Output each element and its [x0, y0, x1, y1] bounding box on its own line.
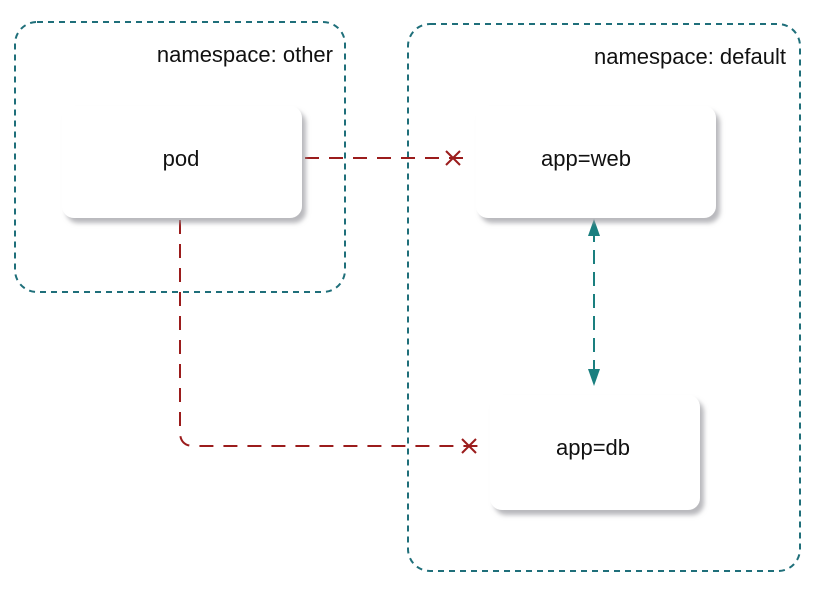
- node-pod[interactable]: pod: [62, 106, 302, 218]
- denied-edge-pod-to-db: [179, 220, 486, 454]
- namespace-default-label: namespace: default: [594, 44, 786, 69]
- node-app-web-box[interactable]: [476, 106, 716, 218]
- allowed-edge-web-db: [588, 219, 600, 386]
- namespace-default-boundary: [407, 23, 801, 572]
- namespace-other: namespace: other: [14, 21, 346, 293]
- node-pod-box[interactable]: [62, 106, 302, 218]
- deny-cross-icon: [461, 438, 477, 454]
- node-app-web[interactable]: app=web: [476, 106, 716, 218]
- node-app-db[interactable]: app=db: [490, 395, 700, 510]
- arrow-down-icon: [588, 369, 600, 386]
- arrow-up-icon: [588, 219, 600, 236]
- denied-edge-path: [179, 220, 486, 447]
- node-app-db-box[interactable]: [490, 395, 700, 510]
- namespace-other-label: namespace: other: [157, 42, 333, 67]
- namespace-default: namespace: default: [407, 23, 801, 572]
- node-pod-label: pod: [163, 146, 200, 171]
- node-app-web-label: app=web: [541, 146, 631, 171]
- node-app-db-label: app=db: [556, 435, 630, 460]
- deny-cross-icon: [445, 150, 461, 166]
- namespace-other-boundary: [14, 21, 346, 293]
- denied-edge-pod-to-web: [305, 150, 470, 166]
